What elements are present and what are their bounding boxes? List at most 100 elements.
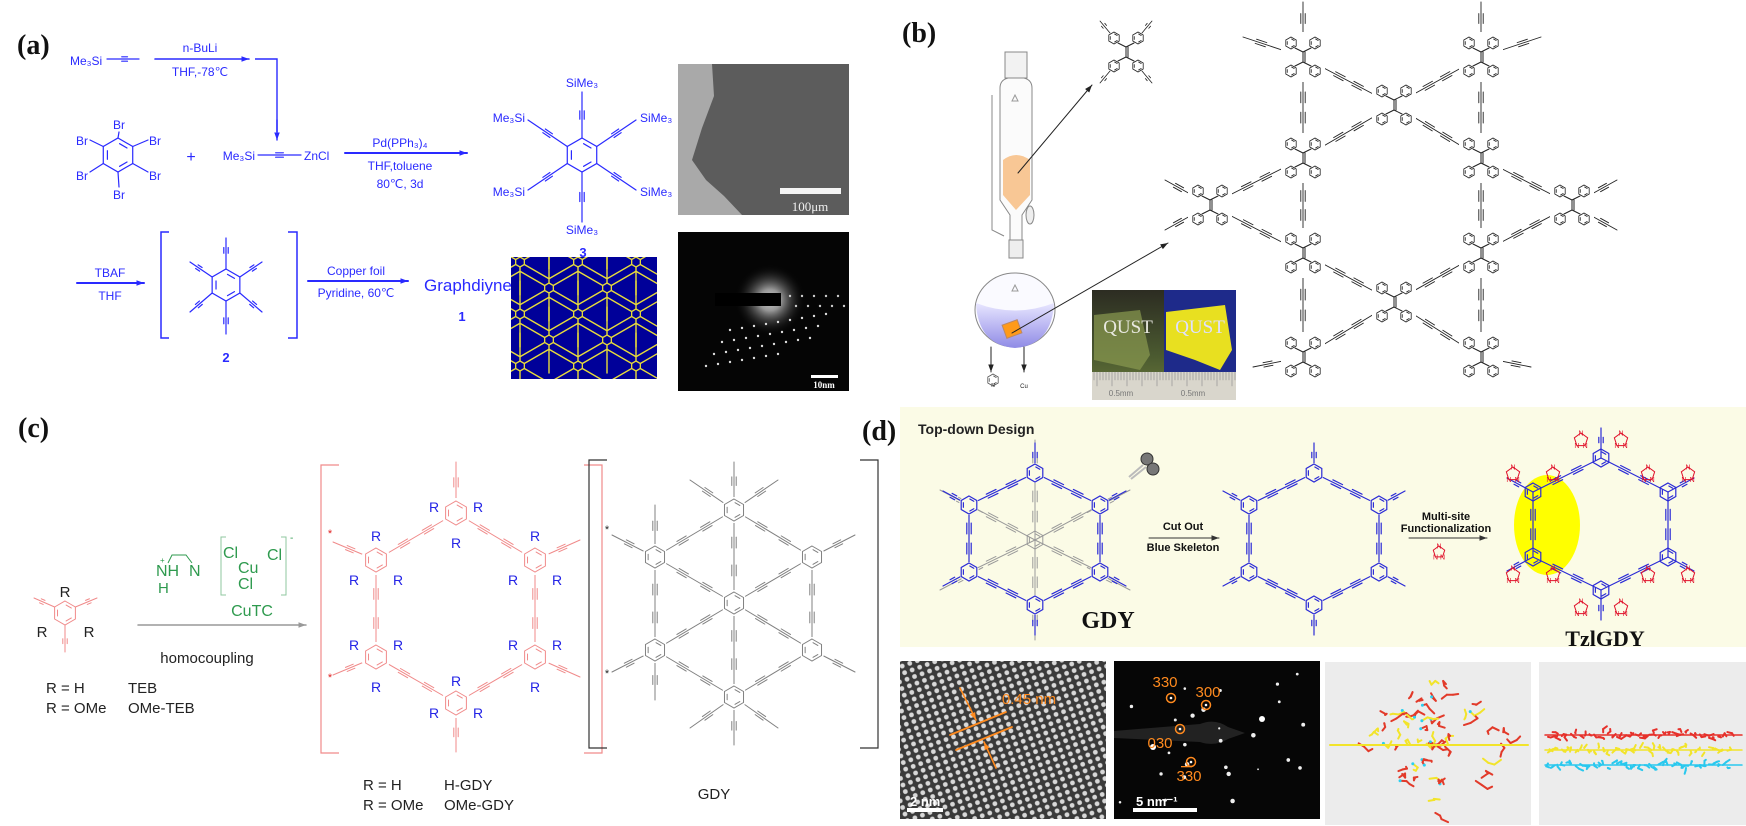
triazole-n-label: N bbox=[1650, 578, 1655, 585]
diffraction-spot bbox=[1275, 682, 1280, 686]
aryl-bond bbox=[1302, 257, 1312, 263]
polymer-ring bbox=[445, 500, 467, 526]
triple-bond-line bbox=[423, 681, 435, 689]
double-bond bbox=[1315, 146, 1319, 149]
triple-bond-line bbox=[1265, 488, 1277, 495]
aryl-bond bbox=[1302, 61, 1312, 67]
triple-bond-line bbox=[1111, 580, 1118, 585]
double-bond bbox=[1291, 366, 1295, 369]
aryl-bond bbox=[1294, 162, 1304, 168]
model-bond bbox=[1688, 752, 1693, 757]
model-bond bbox=[1694, 750, 1698, 754]
model-bond bbox=[1554, 731, 1559, 735]
double-bond bbox=[1249, 575, 1255, 579]
diffraction-spot bbox=[796, 338, 800, 342]
triazole-n-label: N bbox=[1650, 477, 1655, 484]
phenyl-ring bbox=[1309, 364, 1321, 378]
triple-bond-line bbox=[1261, 228, 1273, 235]
double-bond bbox=[1493, 167, 1497, 170]
triple-bond-line bbox=[1513, 483, 1520, 488]
triple-bond-line bbox=[1442, 131, 1453, 139]
aryl-bond bbox=[1125, 56, 1135, 62]
diffraction-spot bbox=[752, 324, 756, 328]
aryl-bond bbox=[1480, 61, 1490, 67]
double-bond bbox=[1138, 33, 1142, 36]
substituent-r-label: R bbox=[393, 572, 403, 588]
double-bond bbox=[1469, 262, 1473, 265]
model-bond bbox=[1462, 721, 1472, 727]
triple-bond-line bbox=[1335, 71, 1346, 78]
triazole-n-label: N bbox=[1618, 599, 1623, 606]
diffraction-spot bbox=[1286, 758, 1291, 762]
double-bond bbox=[1291, 174, 1295, 177]
triple-bond-line bbox=[479, 685, 490, 693]
catalyst-label: CuTC bbox=[231, 603, 273, 620]
triple-bond-line bbox=[477, 681, 488, 689]
double-bond bbox=[1100, 508, 1106, 512]
aryl-bond bbox=[1480, 347, 1490, 353]
model-bond bbox=[1444, 745, 1452, 753]
triple-bond-line bbox=[194, 300, 201, 306]
aryl-bond bbox=[1294, 61, 1304, 67]
arrowhead bbox=[1021, 364, 1027, 372]
tpe-gdy-lattice bbox=[1164, 1, 1618, 382]
triazole-n-label: N bbox=[1618, 431, 1623, 438]
arrowhead bbox=[1211, 535, 1219, 541]
reagent-n: N bbox=[189, 563, 201, 580]
aryl-bond bbox=[1125, 42, 1135, 48]
double-bond bbox=[1533, 495, 1539, 499]
diffraction-spot bbox=[842, 304, 846, 308]
double-bond bbox=[1493, 345, 1497, 348]
triple-bond-line bbox=[1175, 221, 1185, 228]
lattice-link bbox=[607, 220, 636, 237]
aryl-bond bbox=[1302, 361, 1312, 367]
model-bond bbox=[1698, 764, 1702, 769]
phenyl-ring bbox=[1463, 336, 1475, 350]
model-bond bbox=[1581, 735, 1585, 739]
diffraction-spot bbox=[740, 358, 744, 362]
model-atom bbox=[1420, 703, 1424, 707]
saed-spot-label: 330 bbox=[1176, 768, 1201, 785]
double-bond bbox=[969, 565, 975, 569]
double-bond bbox=[1668, 485, 1674, 489]
triazole-ring bbox=[1640, 466, 1656, 481]
phenyl-ring bbox=[1309, 336, 1321, 350]
diffraction-spot bbox=[1129, 704, 1134, 709]
aryl-bond bbox=[1472, 148, 1482, 154]
aryl-bond bbox=[1472, 243, 1482, 249]
aryl-bond bbox=[1117, 56, 1127, 62]
ring-bg bbox=[1239, 562, 1259, 582]
lattice-link bbox=[607, 236, 636, 253]
model-bond bbox=[1418, 699, 1424, 702]
triple-bond-line bbox=[1392, 576, 1399, 581]
triple-bond-line bbox=[1570, 577, 1582, 584]
spot-marker bbox=[1174, 723, 1186, 735]
double-bond bbox=[1382, 93, 1386, 96]
film-photos: QUST QUST 0.5mm 0.5mm bbox=[1092, 290, 1236, 400]
alkyne-bond bbox=[654, 602, 735, 651]
triple-bond-line bbox=[1552, 479, 1564, 486]
lattice-link bbox=[511, 322, 521, 330]
step2-conditions: 80℃, 3d bbox=[377, 177, 424, 191]
phenyl-ring bbox=[1554, 212, 1566, 226]
model-bond bbox=[1711, 736, 1715, 741]
triple-bond-line bbox=[702, 525, 713, 532]
triple-bond-line bbox=[1172, 186, 1182, 193]
alkyne-bond bbox=[968, 472, 1036, 506]
triple-bond-line bbox=[780, 535, 791, 542]
model-bond bbox=[1578, 767, 1585, 772]
diffraction-spot bbox=[760, 344, 764, 348]
diffraction-spot bbox=[792, 328, 796, 332]
triple-bond-line bbox=[477, 528, 488, 535]
arrowhead bbox=[136, 280, 144, 286]
triple-bond-line bbox=[1101, 25, 1104, 29]
lattice-link bbox=[520, 220, 549, 237]
model-bond bbox=[1663, 757, 1668, 763]
double-bond bbox=[1560, 193, 1564, 196]
triazole-ring bbox=[1613, 432, 1629, 447]
triple-bond-line bbox=[702, 618, 713, 625]
double-bond bbox=[1601, 583, 1607, 587]
alkyne-bond bbox=[1313, 472, 1380, 506]
triple-bond-line bbox=[1679, 565, 1686, 570]
double-bond bbox=[1382, 283, 1386, 286]
